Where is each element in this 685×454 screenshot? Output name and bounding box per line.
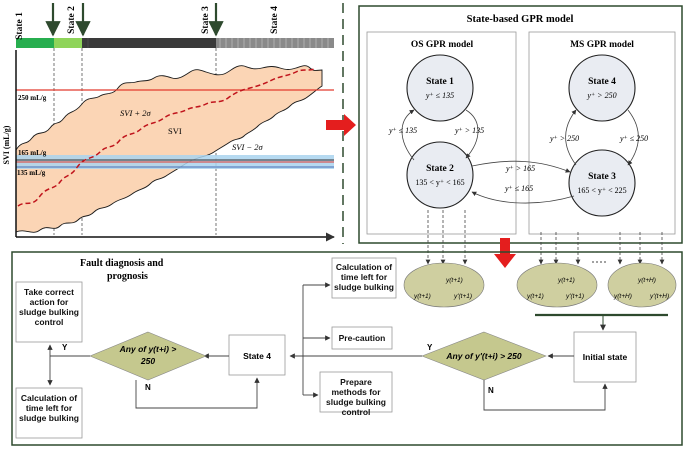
take-action-box: [15, 281, 83, 343]
o3-top: y(t+H): [637, 277, 656, 284]
fault-title-line2: prognosis: [107, 271, 148, 282]
o2-top: y(t+1): [557, 277, 575, 284]
output-ellipse-2: [516, 262, 598, 308]
state3-label: State 3: [201, 6, 211, 34]
state3-bar: [82, 38, 216, 48]
red-arrow-down: [494, 238, 516, 268]
prepare-methods-label: Prepare methods for sludge bulking contr…: [326, 377, 386, 417]
state2-node: [406, 141, 474, 209]
threshold-250-label: 250 mL/g: [18, 94, 47, 102]
o1-right: y'(t+1): [453, 293, 472, 300]
o3-left: y(t+H): [613, 293, 632, 300]
t-s3-s4: y⁺ > 250: [549, 134, 579, 143]
o1-top: y(t+1): [445, 277, 463, 284]
threshold-165-label: 165 mL/g: [18, 149, 47, 157]
state1-cond: y⁺ ≤ 135: [425, 91, 454, 100]
ms-gpr-box: [528, 31, 676, 235]
decision-left: [89, 331, 207, 381]
o1-left: y(t+1): [413, 293, 431, 300]
t-s1-s2: y⁺ > 135: [454, 126, 484, 135]
state4-box-label: State 4: [243, 351, 271, 361]
state-based-gpr-model: State-based GPR model OS GPR model MS GP…: [358, 5, 683, 265]
state4-name: State 4: [588, 77, 616, 87]
svi-chart: State 1 State 2 State 3 State 4 250 mL/g…: [2, 3, 335, 242]
state4-bar: [216, 38, 334, 48]
t-s2-s1: y⁺ ≤ 135: [388, 126, 417, 135]
yes-right: Y: [427, 343, 433, 352]
decision-right-label: Any of y'(t+i) > 250: [445, 351, 522, 361]
fault-title-line1: Fault diagnosis and: [80, 258, 164, 269]
t-s2-s3: y⁺ > 165: [505, 164, 535, 173]
state1-node: [406, 54, 474, 122]
state4-cond: y⁺ > 250: [586, 91, 616, 100]
initial-state-box: [573, 331, 637, 383]
decision-left-line1: Any of y(t+i) >: [119, 344, 177, 354]
t-s3-s2: y⁺ ≤ 165: [504, 184, 533, 193]
state4-node: [568, 54, 636, 122]
state1-name: State 1: [426, 77, 454, 87]
calc-time-top-label: Calculation of time left for sludge bulk…: [334, 262, 394, 292]
state4-label: State 4: [270, 6, 280, 34]
state2-cond: 135 < y⁺ < 165: [415, 178, 464, 187]
svi-confidence-band: [15, 65, 323, 233]
t-s4-s3: y⁺ ≤ 250: [619, 134, 648, 143]
state4-box: [228, 334, 286, 376]
threshold-135-label: 135 mL/g: [17, 169, 46, 177]
state3-cond: 165 < y⁺ < 225: [577, 186, 626, 195]
prepare-methods-box: [319, 371, 393, 413]
gpr-title: State-based GPR model: [467, 14, 574, 25]
red-arrow-right: [326, 114, 356, 136]
output-ellipse-3: [607, 262, 677, 308]
no-right: N: [488, 386, 494, 395]
initial-state-label: Initial state: [583, 352, 628, 362]
o2-left: y(t+1): [526, 293, 544, 300]
mean-curve-label: SVI: [168, 126, 182, 136]
upper-curve-label: SVI + 2σ: [120, 108, 152, 118]
y-axis-label: SVI (mL/g): [2, 125, 11, 164]
fault-diagnosis-panel: Fault diagnosis and prognosis y(t+1) y(t…: [11, 251, 683, 446]
output-ellipse-1: [403, 262, 485, 308]
calc-time-left-label: Calculation of time left for sludge bulk…: [19, 393, 79, 423]
no-left: N: [145, 383, 151, 392]
state3-name: State 3: [588, 172, 616, 182]
pre-caution-box: [331, 326, 393, 350]
o2-right: y'(t+1): [565, 293, 584, 300]
calc-time-top-box: [331, 257, 397, 299]
o3-right: y'(t+H): [649, 293, 669, 300]
os-gpr-title: OS GPR model: [411, 40, 474, 50]
decision-left-line2: 250: [140, 356, 155, 366]
svi-mean-curve: [17, 67, 317, 207]
lower-curve-label: SVI − 2σ: [232, 142, 264, 152]
state2-bar: [54, 38, 82, 48]
yes-left: Y: [62, 343, 68, 352]
os-gpr-box: [366, 31, 517, 235]
take-action-label: Take correct action for sludge bulking c…: [19, 287, 79, 327]
state1-bar: [16, 38, 54, 48]
state1-label: State 1: [15, 12, 25, 40]
state3-node: [568, 149, 636, 217]
pre-caution-label: Pre-caution: [338, 333, 386, 343]
state2-name: State 2: [426, 164, 454, 174]
calc-time-left-box: [15, 387, 83, 439]
state2-label: State 2: [67, 6, 77, 34]
ms-gpr-title: MS GPR model: [570, 40, 634, 50]
